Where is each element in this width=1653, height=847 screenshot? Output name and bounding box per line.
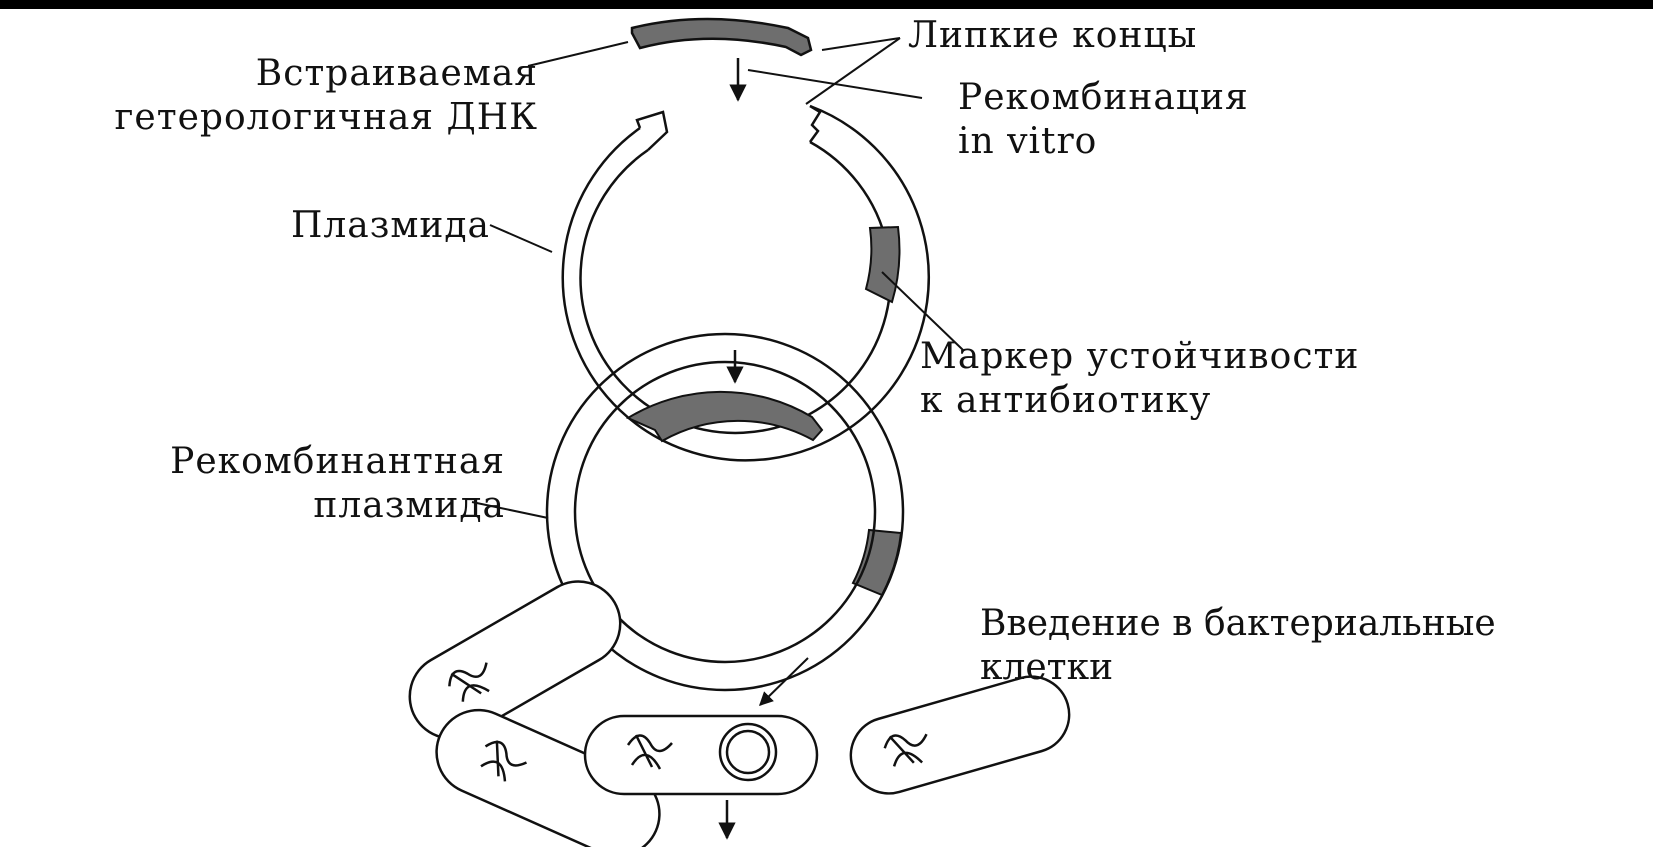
- label-recombinant-plasmid-line2: плазмида: [170, 484, 505, 528]
- arrow-into-cells: [760, 658, 808, 705]
- label-marker-line1: Маркер устойчивости: [920, 335, 1359, 379]
- leader-plasmid: [490, 225, 552, 252]
- label-marker: Маркер устойчивости к антибиотику: [920, 335, 1359, 423]
- leader-sticky-end-right: [806, 38, 900, 104]
- label-marker-line2: к антибиотику: [920, 379, 1359, 423]
- label-introduction: Введение в бактериальные клетки: [980, 602, 1496, 690]
- leader-insert-dna: [528, 42, 628, 66]
- label-insert-dna: Встраиваемая гетерологичная ДНК: [115, 52, 538, 140]
- top-border: [0, 0, 1653, 9]
- label-plasmid: Плазмида: [291, 204, 490, 248]
- label-insert-dna-line2: гетерологичная ДНК: [115, 96, 538, 140]
- label-recombination: Рекомбинация in vitro: [958, 76, 1249, 164]
- label-recombinant-plasmid: Рекомбинантная плазмида: [170, 440, 505, 528]
- leader-recombination: [748, 70, 922, 98]
- marker-segment: [866, 227, 899, 302]
- leader-sticky-end-left: [822, 38, 900, 50]
- dna-fragment: [632, 19, 811, 55]
- label-sticky-ends: Липкие концы: [908, 14, 1197, 58]
- label-introduction-line2: клетки: [980, 646, 1496, 690]
- recombinant-marker-segment: [853, 530, 901, 595]
- label-insert-dna-line1: Встраиваемая: [115, 52, 538, 96]
- label-recombinant-plasmid-line1: Рекомбинантная: [170, 440, 505, 484]
- bacterium-center: [585, 716, 817, 794]
- label-recombination-line2: in vitro: [958, 120, 1249, 164]
- label-introduction-line1: Введение в бактериальные: [980, 602, 1496, 646]
- label-recombination-line1: Рекомбинация: [958, 76, 1249, 120]
